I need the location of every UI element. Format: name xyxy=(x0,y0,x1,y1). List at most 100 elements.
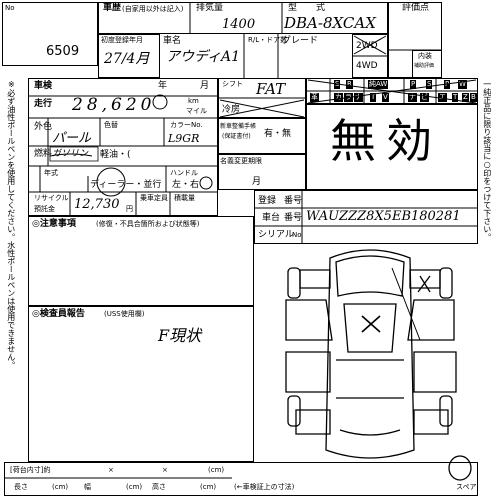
color-change-label: 色替 xyxy=(104,121,118,129)
fuel-label: 燃料 xyxy=(34,149,53,159)
year-model-label: 年式 xyxy=(44,169,58,177)
first-reg-value: 27/4月 xyxy=(104,51,150,67)
recycle-unit: 円 xyxy=(126,205,133,213)
manual-sub: (保証書付) xyxy=(222,133,251,140)
shaken2-label: 車検 xyxy=(34,81,53,91)
recycle-label: リサイクル xyxy=(34,194,69,202)
model-type-value: DBA-8XCAX xyxy=(284,14,376,32)
equip-tv-ka: カ xyxy=(334,93,343,102)
caution-title: ◎注意事項 xyxy=(32,219,76,229)
ac-label: 冷房 xyxy=(222,105,241,115)
mile-label: マイル xyxy=(186,107,207,115)
mileage-value: 28,620 xyxy=(72,95,156,115)
drive-2wd: 2WD xyxy=(356,41,378,51)
lot-box xyxy=(2,2,98,66)
interior-label: 内装 xyxy=(418,52,432,60)
inspector-sub: (USS使用欄) xyxy=(104,310,145,318)
equip-air-b: B xyxy=(470,93,477,102)
shaken-note: (自家用以外は記入) xyxy=(122,5,184,13)
equip-tv-v: V xyxy=(382,93,389,102)
inspector-value: F現状 xyxy=(158,326,202,345)
manual-label: 新車整備手帳 xyxy=(220,123,257,130)
door-label: R/L・ドア数 xyxy=(248,36,288,44)
inspector-title: ◎検査員報告 xyxy=(32,309,85,319)
lot-label: No xyxy=(5,4,15,12)
length-label: 長さ xyxy=(14,483,28,491)
month-label: 月 xyxy=(200,81,210,91)
equip-sr-r: R xyxy=(346,80,353,89)
cm1: (cm) xyxy=(208,466,225,474)
shift-value: FAT xyxy=(256,80,286,98)
interior-sub: 補助評価 xyxy=(414,63,435,69)
spare-label: スペア xyxy=(456,483,477,491)
engine-value: 1400 xyxy=(222,17,256,32)
side-note-right: 一純正品に限り該当に○印をつけて下さい。 xyxy=(482,80,492,241)
grid-lines xyxy=(4,2,478,479)
stamp-box xyxy=(306,104,478,190)
equip-tv-t: T xyxy=(370,93,377,102)
model-type-label2: 式 xyxy=(316,3,326,13)
drive-4wd: 4WD xyxy=(356,61,378,71)
void-stamp: 無効 xyxy=(330,114,442,168)
x2: × xyxy=(162,466,168,474)
first-reg-label: 初度登録年月 xyxy=(101,36,143,44)
equip-navi-na: ナ xyxy=(408,93,417,102)
reg-label: 登録 xyxy=(258,196,277,206)
year-label: 年 xyxy=(158,81,168,91)
equip-air-t: T xyxy=(452,93,459,102)
height-label: 高さ xyxy=(152,483,166,491)
cm2: (cm) xyxy=(52,483,69,491)
chassis-value: WAUZZZ8X5EB180281 xyxy=(306,209,461,224)
equip-aw: 純AW xyxy=(368,80,389,89)
inspection-box xyxy=(28,78,218,216)
footer-box xyxy=(4,462,478,496)
equip-air-e: エ xyxy=(438,93,447,102)
equip-ps-s: S xyxy=(426,80,433,89)
engine-label: 排気量 xyxy=(196,3,224,13)
handle-value: 左・右 xyxy=(172,180,200,190)
handle-label: ハンドル xyxy=(170,169,198,177)
chassis-label: 車台 xyxy=(262,213,281,223)
recycle-value: 12,730 xyxy=(74,197,120,212)
shift-label: シフト xyxy=(222,80,243,88)
car-diagram xyxy=(285,249,472,481)
reg-label2: 番号 xyxy=(284,196,303,206)
registration-box xyxy=(254,190,478,244)
carname-label: 車名 xyxy=(163,36,182,46)
equip-tv-na: ナ xyxy=(354,93,363,102)
handwritten-marks xyxy=(49,35,477,197)
dealer-label: ディーラー・並行 xyxy=(90,180,162,190)
manual-box xyxy=(218,118,306,154)
equip-leather: 革 xyxy=(310,93,319,102)
model-type-label: 型 xyxy=(288,3,298,13)
chassis-label2: 番号 xyxy=(284,213,303,223)
grade-label: 評価点 xyxy=(402,3,430,13)
carname-value: アウディA1 xyxy=(166,49,241,65)
x1: × xyxy=(108,466,114,474)
km-label: km xyxy=(188,97,199,105)
serial-label: シリアル xyxy=(258,230,294,240)
caution-box xyxy=(28,216,254,306)
equip-navi-bi: ビ xyxy=(420,93,429,102)
equip-air-z: Z xyxy=(462,93,469,102)
exterior-value: パール xyxy=(52,131,92,146)
name-change-box xyxy=(218,154,306,190)
cm3: (cm) xyxy=(126,483,143,491)
serial-label2: No xyxy=(292,231,302,239)
lot-number: 6509 xyxy=(46,44,80,59)
cm4: (cm) xyxy=(200,483,217,491)
first-reg-box xyxy=(98,34,160,78)
capacity-label: 乗車定員 xyxy=(140,194,168,202)
colorno-value: L9GR xyxy=(168,132,200,145)
side-note-left: ※必ず油性ボールペンを使用してください。水性ボールペンは使用できません。 xyxy=(6,80,16,369)
shaken-label: 車歴 xyxy=(103,3,122,13)
name-change-month: 月 xyxy=(252,177,262,187)
width-label: 幅 xyxy=(84,483,91,491)
shaken-box xyxy=(98,2,388,34)
name-change-label: 名義変更期限 xyxy=(220,157,262,165)
equip-pw-w: W xyxy=(458,80,467,89)
cargo-label: [荷台内寸]約 xyxy=(10,466,51,474)
inspector-box xyxy=(28,306,254,462)
arrow-note: (←車検証上の寸法) xyxy=(234,483,295,491)
